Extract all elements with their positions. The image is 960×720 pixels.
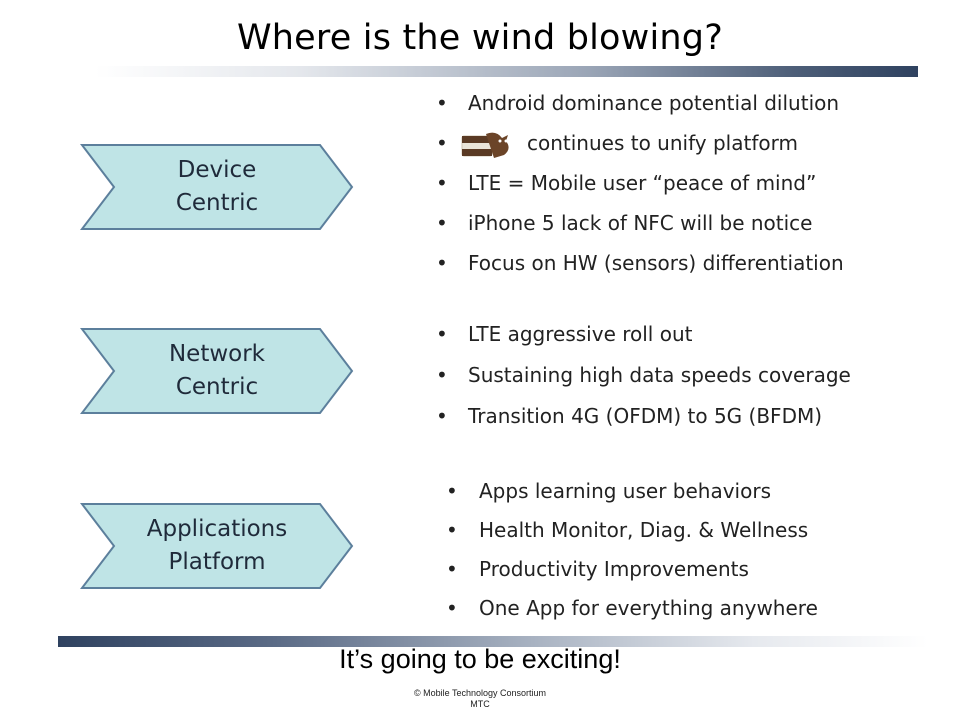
- device-centric-chevron: Device Centric: [80, 143, 354, 231]
- bullet-dot: •: [436, 322, 448, 346]
- bullet-dot: •: [446, 479, 458, 503]
- network-centric-bullets: • LTE aggressive roll out • Sustaining h…: [436, 314, 936, 437]
- list-item: • Transition 4G (OFDM) to 5G (BFDM): [436, 396, 936, 437]
- chevron-shape-icon: [80, 503, 354, 589]
- list-item: • Productivity Improvements: [446, 550, 916, 589]
- bullet-dot: •: [446, 518, 458, 542]
- bullet-dot: •: [436, 171, 448, 195]
- bullet-text: LTE = Mobile user “peace of mind”: [468, 171, 817, 195]
- applications-platform-label: Applications Platform: [146, 515, 288, 575]
- list-item: • Apps learning user behaviors: [446, 472, 916, 511]
- footer-rule: [58, 636, 928, 647]
- chevron-shape-icon: [80, 328, 354, 414]
- copyright-notice: © Mobile Technology Consortium MTC: [0, 688, 960, 710]
- chevron-shape-icon: [80, 144, 354, 230]
- bullet-dot: •: [436, 91, 448, 115]
- bullet-text: Health Monitor, Diag. & Wellness: [479, 518, 809, 542]
- bullet-dot: •: [446, 596, 458, 620]
- list-item: • Android dominance potential dilution: [436, 83, 936, 123]
- copyright-line: © Mobile Technology Consortium: [413, 688, 547, 698]
- bullet-dot: •: [436, 131, 448, 155]
- closing-statement: It’s going to be exciting!: [339, 644, 621, 674]
- applications-platform-chevron: Applications Platform: [80, 502, 354, 590]
- device-centric-bullets: • Android dominance potential dilution •…: [436, 83, 936, 283]
- network-centric-label: Network Centric: [168, 340, 266, 400]
- list-item: • iPhone 5 lack of NFC will be notice: [436, 203, 936, 243]
- bullet-text: Sustaining high data speeds coverage: [468, 363, 851, 387]
- slide-title: Where is the wind blowing?: [236, 18, 723, 58]
- title-underline-rule: [95, 66, 918, 77]
- bullet-text: Transition 4G (OFDM) to 5G (BFDM): [468, 404, 823, 428]
- applications-platform-bullets: • Apps learning user behaviors • Health …: [446, 472, 916, 628]
- list-item: • LTE aggressive roll out: [436, 314, 936, 355]
- list-item: • One App for everything anywhere: [446, 589, 916, 628]
- bullet-dot: •: [436, 251, 448, 275]
- bullet-text: Focus on HW (sensors) differentiation: [468, 251, 844, 275]
- bullet-text: Apps learning user behaviors: [479, 479, 771, 503]
- bullet-dot: •: [436, 404, 448, 428]
- bullet-dot: •: [446, 557, 458, 581]
- list-item: • Health Monitor, Diag. & Wellness: [446, 511, 916, 550]
- copyright-org-abbrev: MTC: [470, 699, 490, 709]
- bullet-text: LTE aggressive roll out: [468, 322, 693, 346]
- bullet-text: Android dominance potential dilution: [468, 91, 840, 115]
- android-ice-cream-sandwich-icon: [456, 130, 514, 158]
- list-item: • LTE = Mobile user “peace of mind”: [436, 163, 936, 203]
- network-centric-chevron: Network Centric: [80, 327, 354, 415]
- list-item: • continues to unify platform: [436, 123, 936, 163]
- bullet-dot: •: [436, 363, 448, 387]
- bullet-text: continues to unify platform: [527, 131, 798, 155]
- device-centric-label: Device Centric: [175, 156, 259, 216]
- bullet-dot: •: [436, 211, 448, 235]
- bullet-text: One App for everything anywhere: [479, 596, 818, 620]
- bullet-text: iPhone 5 lack of NFC will be notice: [468, 211, 813, 235]
- list-item: • Sustaining high data speeds coverage: [436, 355, 936, 396]
- bullet-text: Productivity Improvements: [479, 557, 749, 581]
- list-item: • Focus on HW (sensors) differentiation: [436, 243, 936, 283]
